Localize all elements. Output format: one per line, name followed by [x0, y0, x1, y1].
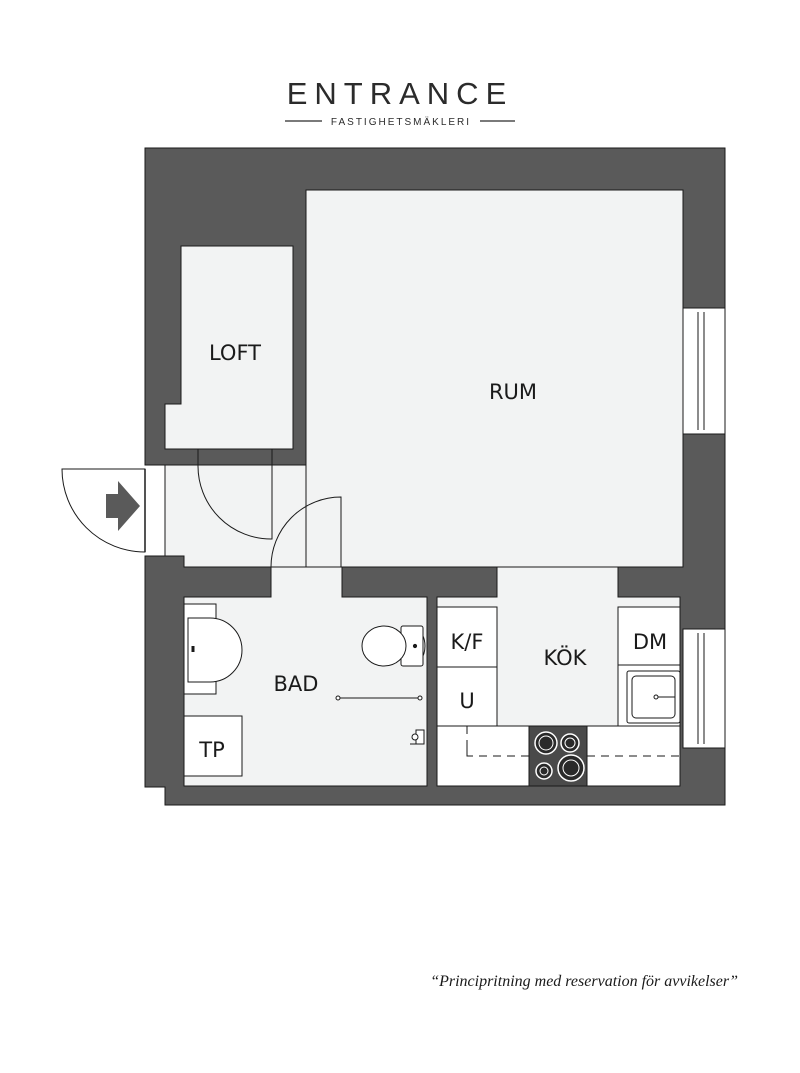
disclaimer: “Principritning med reservation för avvi… — [430, 973, 738, 990]
logo: ENTRANCE FASTIGHETSMÄKLERI — [285, 76, 515, 128]
bad-door-swing — [270, 496, 342, 568]
dishwasher — [617, 606, 681, 666]
entrance-arrow-icon — [106, 481, 140, 531]
floors — [164, 189, 684, 787]
room-label-kf: K/F — [451, 630, 484, 654]
brand-tagline: FASTIGHETSMÄKLERI — [331, 116, 471, 128]
room-label-rum: RUM — [489, 380, 537, 404]
room-label-u: U — [459, 689, 474, 713]
burner-icon — [535, 762, 553, 780]
burner-icon — [557, 754, 585, 782]
washbasin — [183, 603, 243, 695]
loft-door-swing — [197, 449, 273, 540]
kitchen-fixtures — [436, 606, 681, 787]
stove — [528, 725, 588, 787]
floor-hall — [164, 464, 307, 568]
room-label-kok: KÖK — [544, 645, 588, 670]
shower-tap-icon — [410, 729, 425, 745]
burner-icon — [534, 731, 558, 755]
toilet — [361, 625, 426, 667]
room-label-bad: BAD — [274, 672, 319, 696]
floor-bad — [183, 566, 428, 787]
windows — [682, 307, 726, 749]
counter-dashes — [466, 726, 680, 757]
floor-loft — [164, 245, 294, 450]
room-label-tp: TP — [198, 738, 225, 762]
brand-name: ENTRANCE — [287, 76, 514, 111]
burner-icon — [560, 733, 580, 753]
fridge-freezer — [436, 606, 498, 668]
room-label-dm: DM — [633, 630, 667, 654]
tp-box — [183, 715, 243, 777]
room-label-loft: LOFT — [209, 341, 261, 365]
oven-unit — [436, 666, 498, 727]
